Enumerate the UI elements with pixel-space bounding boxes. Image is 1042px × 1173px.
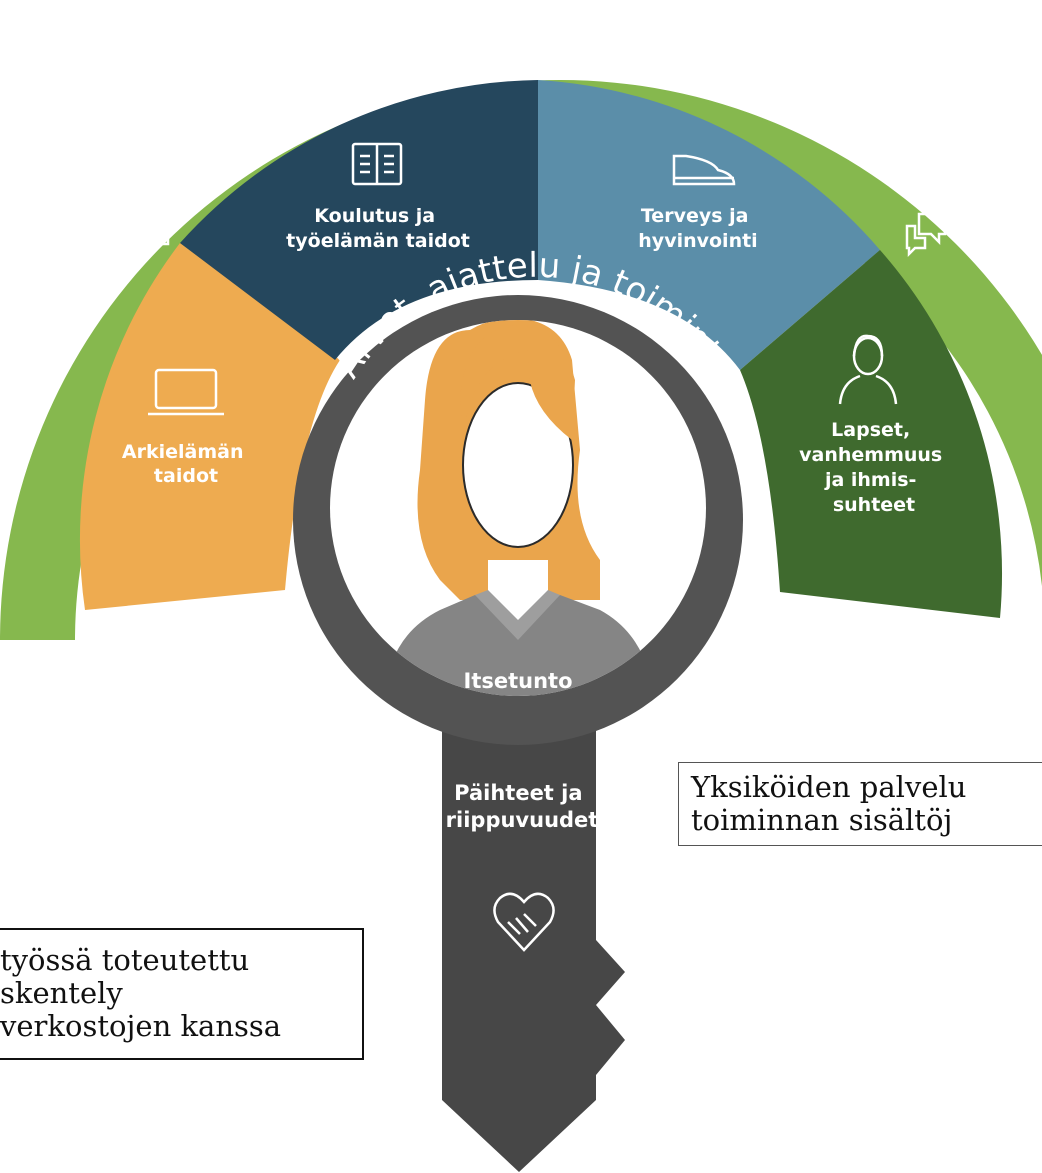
speech-bubbles-icon — [905, 212, 947, 258]
key-label: Päihteet ja riippuvuudet — [446, 781, 599, 832]
segment-koulutus-label: Koulutus ja työelämän taidot — [286, 205, 470, 252]
segment-arkielaman-label: Arkielämän taidot — [122, 441, 250, 487]
note-left-line: verkostojen kanssa — [0, 1009, 282, 1043]
person-icon — [838, 334, 898, 405]
note-right-line: Yksiköiden palvelu — [691, 770, 967, 804]
segment-arkielaman-taidot — [79, 243, 341, 610]
laptop-icon — [148, 368, 224, 416]
note-left-line: työssä toteutettu — [0, 943, 250, 977]
segment-lapset-label: Lapset, vanhemmuus ja ihmis- suhteet — [799, 419, 949, 516]
segment-lapset — [740, 250, 1003, 618]
center-label: Itsetunto — [464, 669, 573, 693]
note-right: Yksiköiden palvelu toiminnan sisältöj — [678, 762, 1042, 846]
segment-koulutus — [180, 80, 538, 360]
note-left-line: skentely — [0, 976, 123, 1010]
note-left: työssä toteutettu skentely verkostojen k… — [0, 928, 364, 1060]
key-body — [442, 720, 625, 1172]
segment-terveys-label: Terveys ja hyvinvointi — [638, 205, 757, 252]
shoe-icon — [672, 154, 736, 186]
house-icon — [138, 210, 170, 246]
note-right-line: toiminnan sisältöj — [691, 803, 953, 837]
segment-terveys — [538, 80, 880, 370]
book-icon — [351, 142, 403, 186]
handshake-heart-icon — [493, 892, 555, 952]
